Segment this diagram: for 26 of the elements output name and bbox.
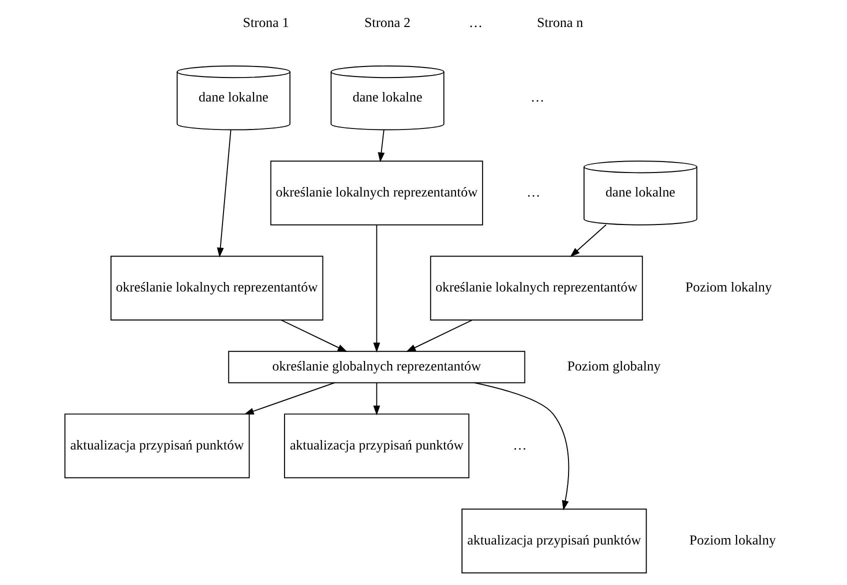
label: … <box>468 15 482 30</box>
label: … <box>512 438 526 453</box>
arrow <box>372 224 380 352</box>
node-box: aktualizacja przypisań punktów <box>461 508 646 574</box>
label: Strona 1 <box>242 15 288 30</box>
node-box: określanie globalnych reprezentantów <box>228 350 525 384</box>
label: … <box>526 184 540 200</box>
label: Poziom globalny <box>566 358 660 374</box>
node-box: określanie lokalnych reprezentantów <box>110 256 323 320</box>
node-box: określanie lokalnych reprezentantów <box>270 160 483 226</box>
arrow <box>405 320 472 352</box>
label: Poziom lokalny <box>688 532 776 548</box>
label: Strona 2 <box>364 15 410 30</box>
arrow <box>243 382 335 414</box>
arrow <box>216 129 231 258</box>
label: Poziom lokalny <box>684 280 772 295</box>
arrow <box>570 224 606 258</box>
label: Strona n <box>536 15 583 30</box>
node-box: określanie lokalnych reprezentantów <box>430 256 642 320</box>
node-box: aktualizacja przypisań punktów <box>284 414 469 478</box>
arrow <box>280 320 347 352</box>
node-box: aktualizacja przypisań punktów <box>64 414 250 478</box>
arrow <box>372 382 380 416</box>
arrow <box>473 382 569 510</box>
arrow <box>377 129 384 162</box>
label: … <box>530 90 544 105</box>
